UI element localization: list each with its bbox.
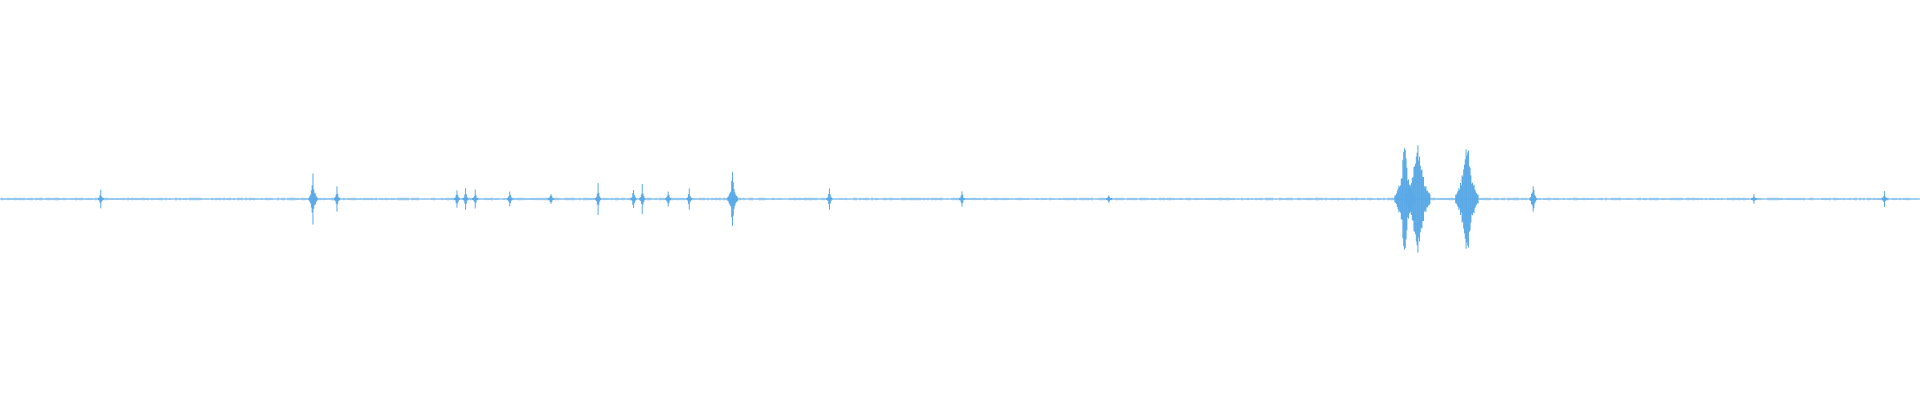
- waveform-peaks: [0, 145, 1919, 253]
